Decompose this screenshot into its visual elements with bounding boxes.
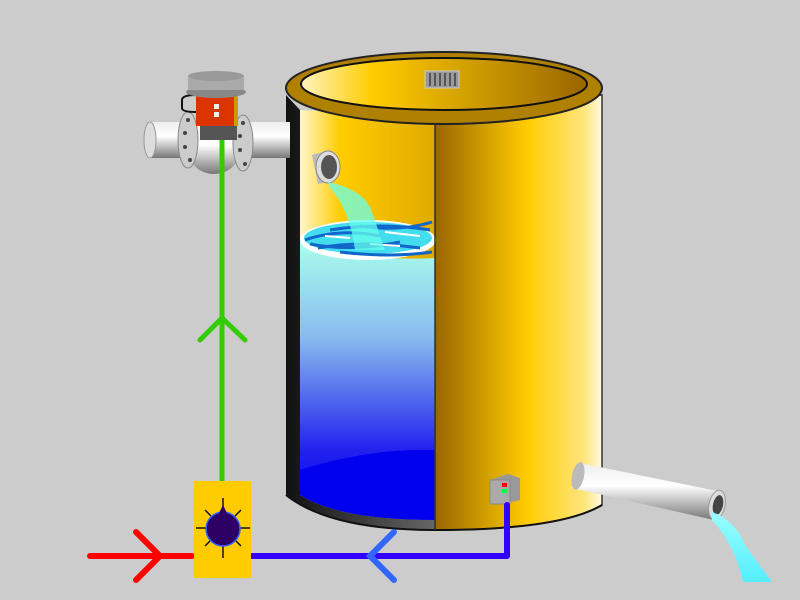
return-line: [249, 502, 510, 583]
water-bottom-shade: [300, 449, 435, 520]
water-stream: [328, 182, 385, 250]
outlet-water-stream: [712, 512, 772, 582]
return-arrow-icon: [365, 529, 397, 583]
water-body: [300, 240, 435, 520]
level-sensor: [489, 474, 520, 505]
outlet-pipe: [571, 462, 772, 582]
inlet-arrow-icon: [133, 529, 165, 583]
sensor-led-red: [502, 483, 507, 487]
valve-flange-right: [232, 114, 254, 172]
vent-grille-icon: [424, 70, 460, 89]
pump: [194, 481, 251, 578]
pump-icon: [205, 511, 241, 547]
control-valve: [177, 71, 254, 174]
sensor-led-green: [502, 489, 507, 493]
tank: [285, 51, 603, 532]
valve-flange-left: [177, 111, 199, 169]
inlet-spout: [312, 150, 385, 250]
supply-arrow-icon: [197, 314, 248, 343]
supply-line: [197, 140, 248, 482]
valve-actuator: [181, 71, 246, 140]
inlet-line: [87, 529, 195, 583]
